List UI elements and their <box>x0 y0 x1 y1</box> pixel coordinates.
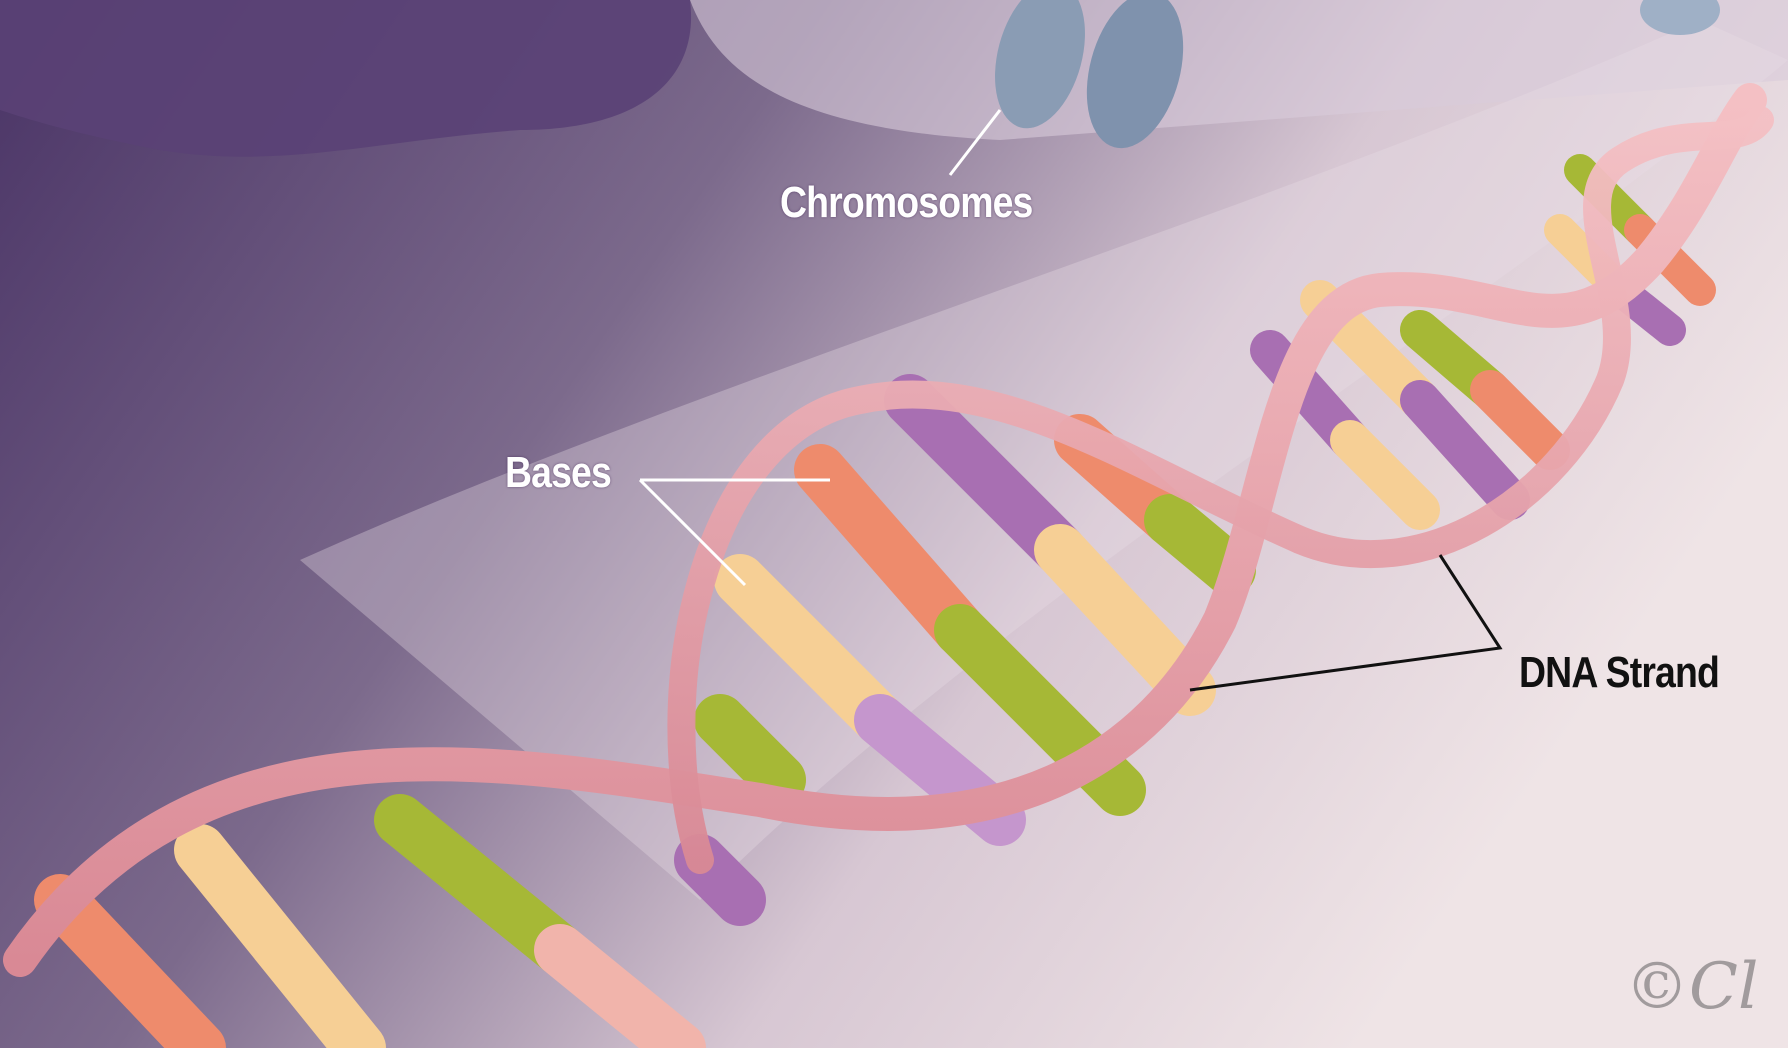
cell-membrane <box>690 0 1788 140</box>
nucleus-membrane <box>0 0 692 157</box>
base-pairs <box>34 154 1716 1048</box>
chromosomes <box>995 0 1720 149</box>
artist-signature: ©Cl <box>1625 950 1759 1024</box>
bases-label: Bases <box>505 448 612 497</box>
dna-strand-label: DNA Strand <box>1519 648 1720 697</box>
chromosomes-label: Chromosomes <box>780 178 1033 227</box>
dna-backbone-ribbon <box>3 83 1774 977</box>
leader-lines <box>638 109 1503 692</box>
